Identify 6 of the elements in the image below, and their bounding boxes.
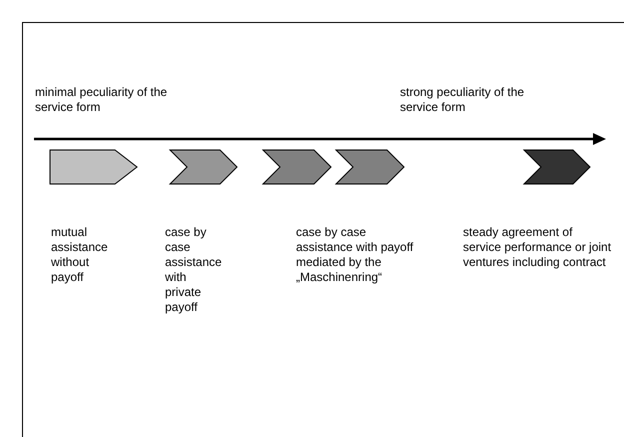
category-label: case by case assistance with private payoff	[165, 225, 223, 315]
scale-label: strong peculiarity of the service form	[400, 85, 526, 115]
category-label: case by case assistance with payoff mediated by the „Maschinenring“	[296, 225, 414, 285]
scale-label: minimal peculiarity of the service form	[35, 85, 168, 115]
category-label: mutual assistance without payoff	[51, 225, 109, 285]
category-label: steady agreement of service performance or joint ventures including contract	[463, 225, 612, 270]
